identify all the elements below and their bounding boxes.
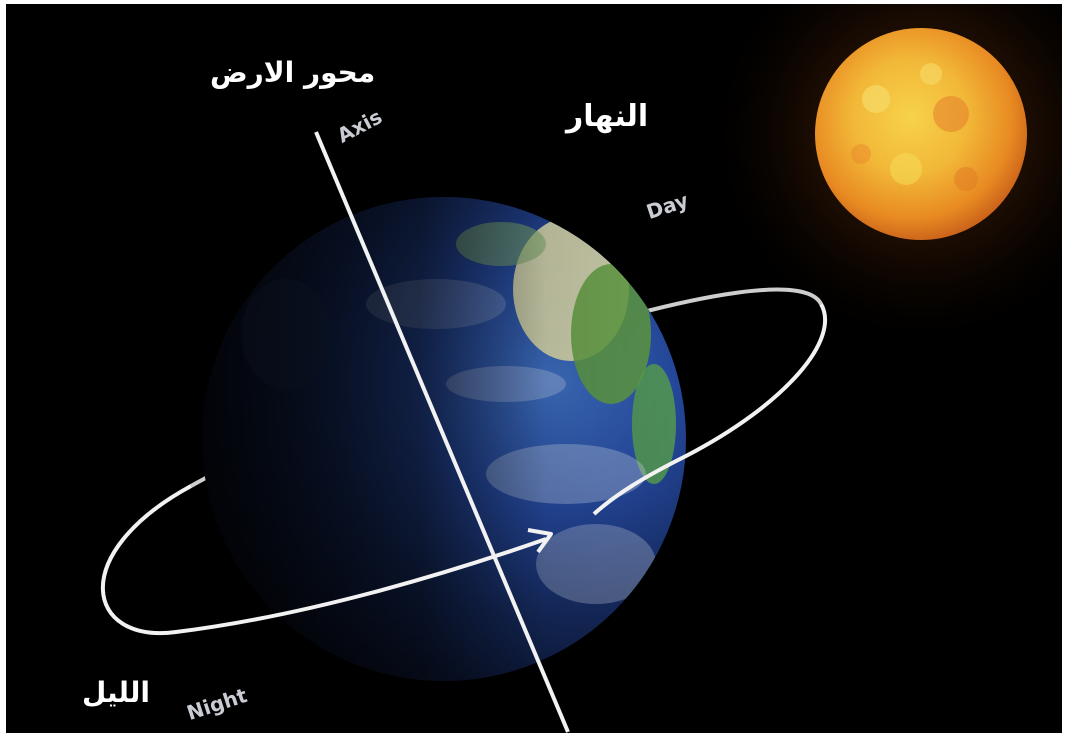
rotation-arrow-head bbox=[527, 528, 553, 554]
diagram-canvas: محور الارض Axis النهار Day الليل Night bbox=[6, 4, 1062, 733]
sun bbox=[815, 28, 1027, 240]
diagram-svg bbox=[101, 4, 1062, 733]
axis-label-ar: محور الارض bbox=[210, 56, 376, 89]
rotation-ring-front-left bbox=[101, 484, 547, 636]
rotation-ring-front bbox=[592, 303, 828, 516]
night-label-ar: الليل bbox=[82, 676, 150, 709]
day-label-ar: النهار bbox=[566, 99, 649, 134]
earth-axis-line bbox=[314, 131, 570, 733]
